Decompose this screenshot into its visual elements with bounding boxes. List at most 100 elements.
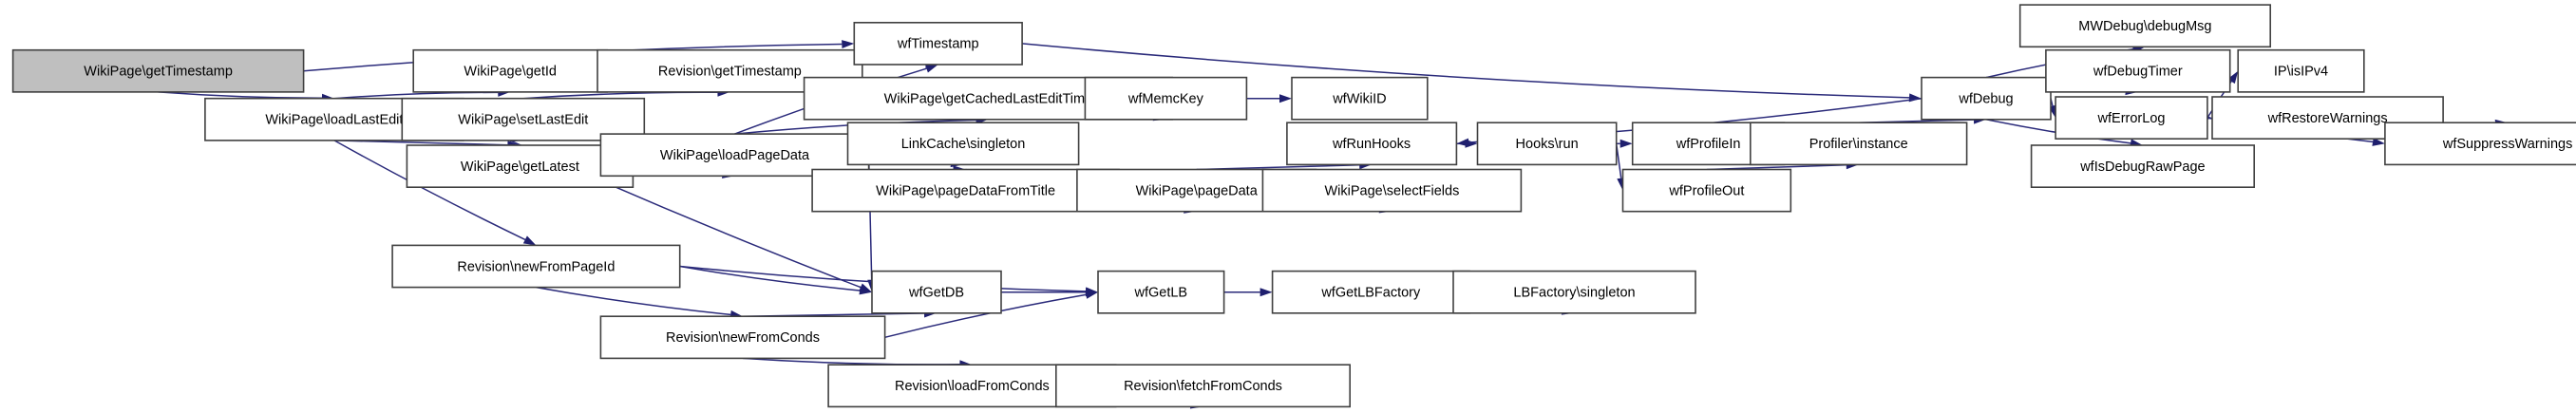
graph-node-label: WikiPage\pageDataFromTitle bbox=[876, 183, 1055, 198]
call-edge-arrowhead bbox=[1260, 288, 1273, 297]
graph-node[interactable]: WikiPage\getId bbox=[412, 48, 609, 93]
graph-node-label: WikiPage\getTimestamp bbox=[84, 65, 233, 80]
graph-node[interactable]: WikiPage\setLastEdit bbox=[401, 97, 646, 141]
graph-node-label: Revision\loadFromConds bbox=[895, 379, 1050, 394]
call-edge-arrowhead bbox=[522, 235, 537, 246]
graph-node-box[interactable] bbox=[2018, 4, 2271, 48]
graph-node[interactable]: WikiPage\selectFields bbox=[1261, 168, 1523, 213]
graph-node[interactable]: wfSuppressWarnings bbox=[2384, 122, 2576, 166]
graph-node-label: Revision\fetchFromConds bbox=[1124, 379, 1282, 394]
graph-node[interactable]: LinkCache\singleton bbox=[846, 122, 1080, 166]
graph-node-label: Revision\getTimestamp bbox=[658, 65, 802, 80]
graph-node[interactable]: wfGetLB bbox=[1097, 270, 1225, 314]
graph-node[interactable]: wfProfileOut bbox=[1621, 168, 1792, 213]
graph-node-label: LinkCache\singleton bbox=[901, 137, 1026, 152]
graph-node-label: wfMemcKey bbox=[1127, 92, 1204, 107]
graph-node[interactable]: Profiler\instance bbox=[1750, 122, 1968, 166]
graph-node-box-root[interactable] bbox=[11, 48, 305, 93]
graph-node-label: wfRunHooks bbox=[1332, 137, 1411, 152]
graph-node[interactable]: Revision\fetchFromConds bbox=[1055, 364, 1352, 408]
graph-node-label: wfGetLBFactory bbox=[1320, 286, 1421, 301]
call-edge bbox=[742, 357, 960, 366]
graph-node-label: Hooks\run bbox=[1516, 137, 1579, 152]
call-edge-arrowhead bbox=[924, 64, 938, 73]
graph-node-box[interactable] bbox=[412, 48, 609, 93]
graph-node-label: WikiPage\setLastEdit bbox=[458, 113, 588, 128]
graph-node-label: WikiPage\getCachedLastEditTime bbox=[884, 92, 1092, 107]
graph-node[interactable]: WikiPage\getTimestamp bbox=[11, 48, 305, 93]
graph-node[interactable]: wfRunHooks bbox=[1286, 122, 1458, 166]
graph-node-label: WikiPage\getId bbox=[464, 65, 557, 80]
graph-node[interactable]: wfGetDB bbox=[871, 270, 1002, 314]
graph-node-box[interactable] bbox=[853, 21, 1023, 66]
call-edge bbox=[333, 140, 526, 241]
graph-node-label: WikiPage\getLatest bbox=[461, 160, 579, 175]
call-edge-arrowhead bbox=[842, 40, 855, 48]
call-edge-arrowhead bbox=[859, 286, 872, 295]
graph-node-label: wfErrorLog bbox=[2097, 111, 2166, 126]
graph-node[interactable]: wfWikiID bbox=[1291, 76, 1429, 121]
graph-node-box[interactable] bbox=[391, 244, 681, 289]
graph-node[interactable]: Revision\newFromConds bbox=[599, 315, 886, 360]
graph-node-box[interactable] bbox=[1097, 270, 1225, 314]
graph-node-label: WikiPage\pageData bbox=[1136, 183, 1259, 198]
graph-node-box[interactable] bbox=[2030, 144, 2256, 189]
call-edge bbox=[333, 91, 499, 100]
graph-node[interactable]: wfIsDebugRawPage bbox=[2030, 144, 2256, 189]
graph-node[interactable]: Revision\newFromPageId bbox=[391, 244, 681, 289]
call-edge bbox=[884, 293, 1087, 339]
graph-node[interactable]: wfDebug bbox=[1921, 76, 2052, 121]
graph-node-label: IP\isIPv4 bbox=[2274, 65, 2328, 80]
graph-node[interactable]: wfErrorLog bbox=[2055, 96, 2208, 141]
graph-node-label: wfDebug bbox=[1958, 92, 2013, 107]
graph-node[interactable]: wfDebugTimer bbox=[2045, 48, 2231, 93]
graph-node-box[interactable] bbox=[871, 270, 1002, 314]
call-edge bbox=[679, 265, 861, 291]
graph-node[interactable]: WikiPage\getLatest bbox=[406, 144, 635, 189]
call-edge bbox=[1022, 43, 1910, 99]
graph-node[interactable]: wfMemcKey bbox=[1084, 76, 1248, 121]
graph-node-box[interactable] bbox=[2055, 96, 2208, 141]
graph-node-box[interactable] bbox=[1621, 168, 1792, 213]
graph-node-label: MWDebug\debugMsg bbox=[2078, 19, 2211, 34]
graph-node-label: wfGetLB bbox=[1133, 286, 1187, 301]
call-edge bbox=[522, 91, 718, 100]
graph-node-label: wfTimestamp bbox=[897, 37, 979, 52]
graph-node-box[interactable] bbox=[1452, 270, 1696, 314]
graph-node-box[interactable] bbox=[1750, 122, 1968, 166]
graph-node-label: WikiPage\loadLastEdit bbox=[265, 113, 403, 128]
graph-node-box[interactable] bbox=[1261, 168, 1523, 213]
graph-node[interactable]: Hooks\run bbox=[1476, 122, 1618, 166]
graph-node-label: Profiler\instance bbox=[1809, 137, 1908, 152]
graph-node-label: wfRestoreWarnings bbox=[2267, 111, 2388, 126]
graph-node-box[interactable] bbox=[811, 168, 1120, 213]
graph-node-box[interactable] bbox=[2384, 122, 2576, 166]
graph-node-box[interactable] bbox=[2045, 48, 2231, 93]
graph-node-box[interactable] bbox=[599, 315, 886, 360]
graph-node-box[interactable] bbox=[1055, 364, 1352, 408]
graph-node-label: WikiPage\loadPageData bbox=[660, 148, 810, 163]
graph-node-box[interactable] bbox=[1291, 76, 1429, 121]
graph-node-label: WikiPage\selectFields bbox=[1324, 183, 1459, 198]
call-edge bbox=[536, 286, 731, 316]
graph-node-box[interactable] bbox=[1476, 122, 1618, 166]
call-edge-arrowhead bbox=[1085, 291, 1098, 299]
graph-node[interactable]: wfTimestamp bbox=[853, 21, 1023, 66]
graph-node-box[interactable] bbox=[1286, 122, 1458, 166]
graph-node-box[interactable] bbox=[1084, 76, 1248, 121]
call-edge bbox=[158, 91, 322, 99]
graph-node[interactable]: WikiPage\pageDataFromTitle bbox=[811, 168, 1120, 213]
graph-node[interactable]: LBFactory\singleton bbox=[1452, 270, 1696, 314]
graph-node-box[interactable] bbox=[2237, 48, 2365, 93]
graph-node[interactable]: MWDebug\debugMsg bbox=[2018, 4, 2271, 48]
graph-node-label: wfIsDebugRawPage bbox=[2079, 160, 2205, 175]
call-edge bbox=[463, 119, 862, 289]
graph-node[interactable]: wfGetLBFactory bbox=[1271, 270, 1470, 314]
call-edge-arrowhead bbox=[1456, 138, 1469, 147]
graph-node-box[interactable] bbox=[1921, 76, 2052, 121]
graph-node-box[interactable] bbox=[846, 122, 1080, 166]
graph-node[interactable]: IP\isIPv4 bbox=[2237, 48, 2365, 93]
graph-node-label: Revision\newFromPageId bbox=[457, 259, 615, 274]
